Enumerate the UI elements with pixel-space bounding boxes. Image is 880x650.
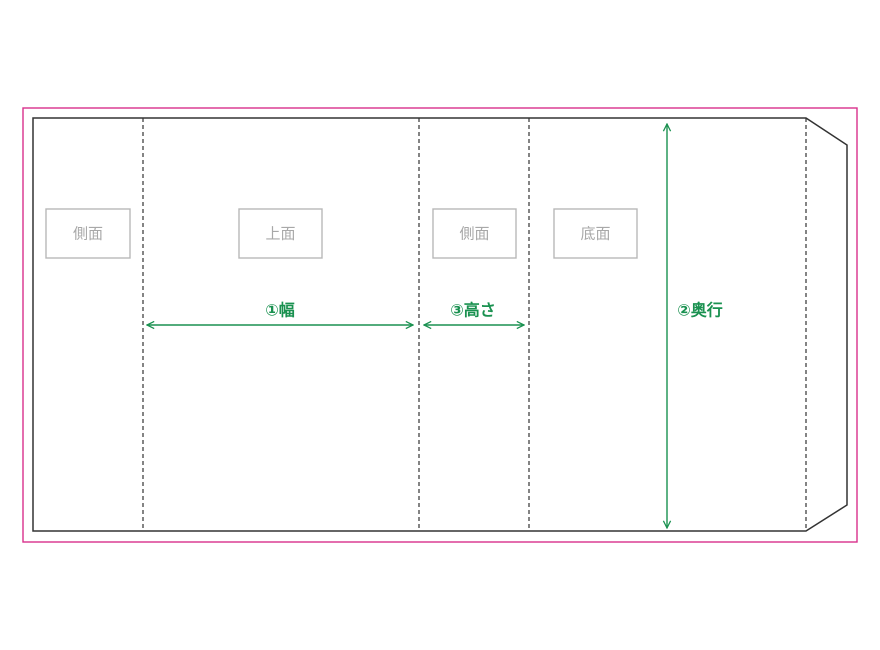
- panel-side-left: 側面: [45, 208, 131, 259]
- depth-label: ②奥行: [677, 301, 723, 320]
- height-label: ③高さ: [450, 301, 496, 320]
- panel-side-right: 側面: [432, 208, 517, 259]
- width-label: ①幅: [265, 301, 295, 320]
- width-dimension: ①幅: [147, 301, 413, 326]
- panel-bottom-label: 底面: [580, 225, 610, 243]
- panel-bottom: 底面: [553, 208, 638, 259]
- panel-top: 上面: [238, 208, 323, 259]
- depth-dimension: ②奥行: [667, 124, 723, 528]
- panel-top-label: 上面: [265, 225, 295, 243]
- panel-side-left-label: 側面: [73, 225, 103, 243]
- panel-side-right-label: 側面: [459, 225, 489, 243]
- bleed-frame: [22, 107, 858, 543]
- height-dimension: ③高さ: [424, 301, 524, 326]
